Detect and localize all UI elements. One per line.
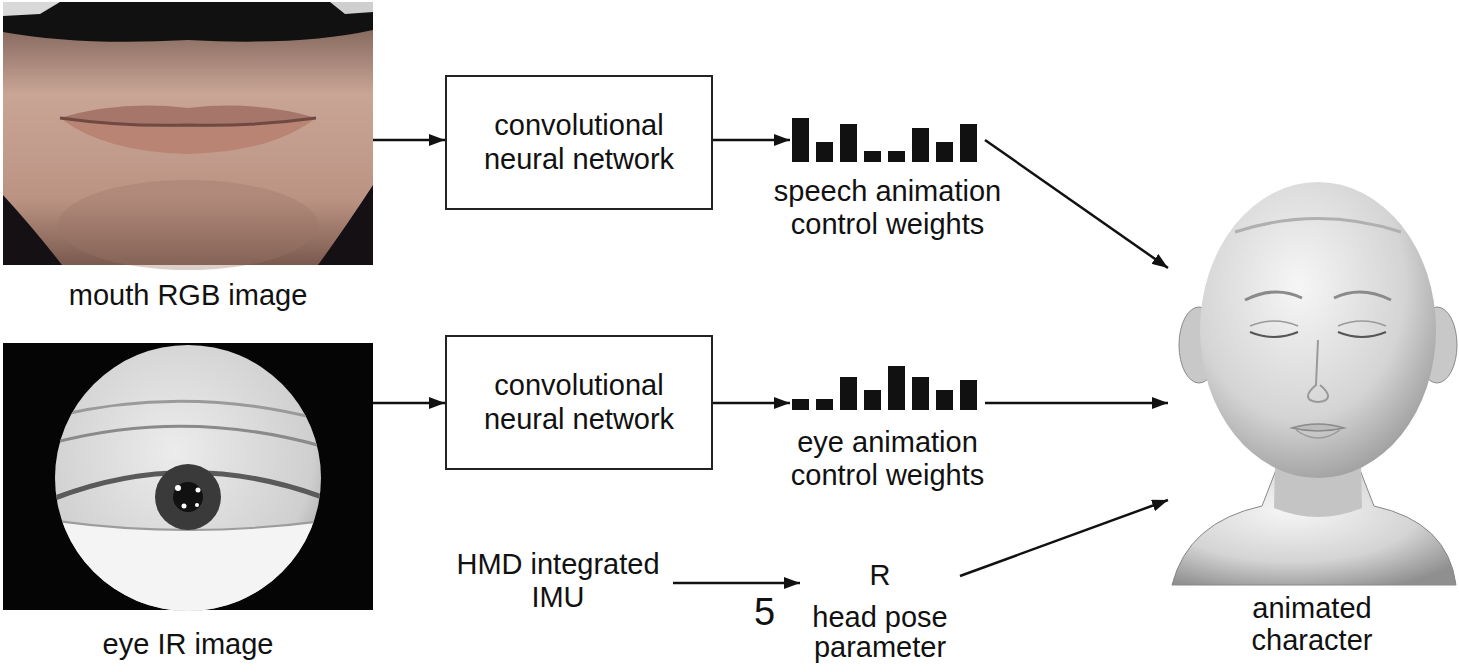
eye-ir-photo <box>3 343 373 620</box>
sensor-node: HMD integrated IMU <box>443 548 673 615</box>
image-frame: mouth RGB image <box>3 2 373 265</box>
arrow-connector <box>373 139 445 142</box>
node-text: convolutional neural network <box>465 109 693 176</box>
mouth-photo <box>3 2 373 270</box>
bar-glyph <box>792 118 977 162</box>
weights-glyph: eye animation control weights <box>790 362 985 412</box>
bar-glyph <box>792 366 977 410</box>
arrow-connector <box>960 500 1168 576</box>
parameter-node: Rhead pose parameter <box>800 556 960 596</box>
character-head <box>1172 182 1457 585</box>
character-figure: animated character <box>1168 185 1456 585</box>
process-box: convolutional neural network <box>445 75 713 210</box>
page-number: 5 <box>754 592 775 634</box>
image-frame: eye IR image <box>3 343 373 610</box>
arrow-connector <box>373 402 445 405</box>
process-box: convolutional neural network <box>445 335 713 470</box>
arrow-connector <box>673 582 800 585</box>
arrow-connector <box>713 402 790 405</box>
weights-glyph: speech animation control weights <box>790 115 985 165</box>
caption-text: mouth RGB image <box>8 279 368 312</box>
arrow-connector <box>985 402 1168 405</box>
arrow-connector <box>713 139 790 142</box>
caption-text: animated character <box>1212 593 1412 657</box>
node-text: convolutional neural network <box>465 369 693 436</box>
arrow-connector <box>985 140 1168 268</box>
caption-text: eye animation control weights <box>758 426 1018 493</box>
caption-text: speech animation control weights <box>758 175 1018 242</box>
caption-text: head pose parameter <box>780 602 980 663</box>
node-text: HMD integrated IMU <box>443 548 673 615</box>
node-text: R <box>870 559 891 592</box>
caption-text: eye IR image <box>8 628 368 661</box>
